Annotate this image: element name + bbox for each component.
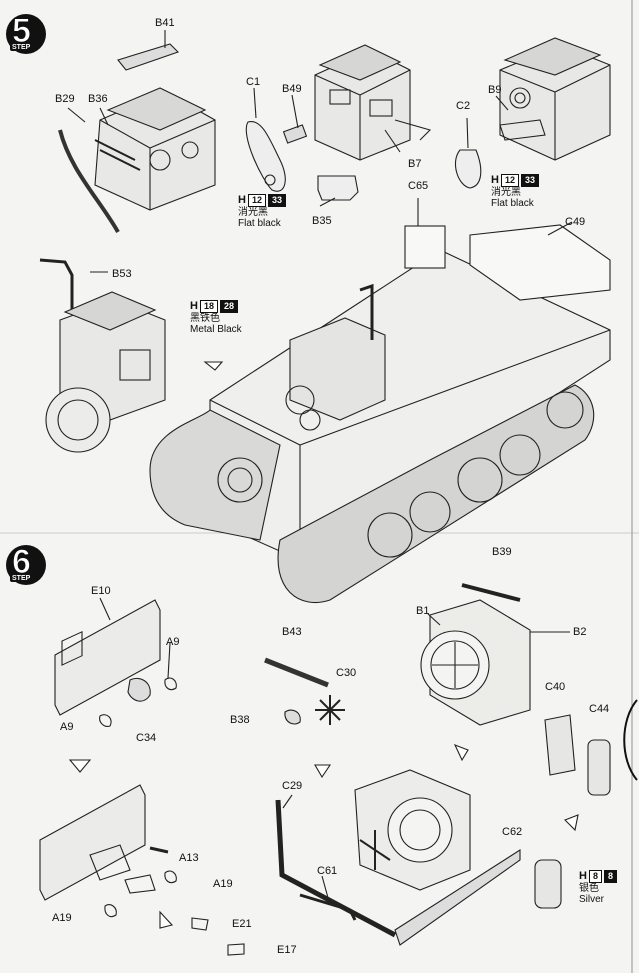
part-c40-shape: [544, 714, 576, 776]
part-label-e17: E17: [277, 944, 297, 956]
engine-drawing-3: [455, 37, 611, 189]
paint-code-a: 12: [500, 174, 519, 187]
part-c29-shape: [275, 799, 397, 938]
part-label-a19: A19: [52, 912, 72, 924]
part-label-a9: A9: [60, 721, 74, 733]
step-number: 5: [12, 12, 32, 51]
part-label-c2: C2: [456, 100, 471, 112]
part-label-b1: B1: [416, 605, 430, 617]
step-5-marker: 5 STEP: [6, 12, 52, 60]
part-c49-shape: [469, 224, 611, 301]
part-c2-shape: [455, 149, 482, 189]
paint-name-en: Silver: [579, 894, 605, 905]
paint-name-cn: 黑铁色: [190, 313, 220, 324]
part-label-b41: B41: [155, 17, 175, 29]
paint-code-a: 12: [247, 194, 266, 207]
part-e10-shape: [54, 599, 161, 716]
paint-code-a: 8: [588, 870, 602, 883]
step-6-marker: 6 STEP: [6, 543, 52, 591]
part-label-b43: B43: [282, 626, 302, 638]
part-label-c29: C29: [282, 780, 303, 792]
part-c61-shape: [299, 893, 357, 921]
paint-code-b: 28: [219, 300, 238, 313]
part-label-c44: C44: [589, 703, 610, 715]
part-label-b2: B2: [573, 626, 587, 638]
part-label-e10: E10: [91, 585, 111, 597]
paint-code-a: 18: [199, 300, 218, 313]
part-c62-shape: [394, 848, 521, 946]
part-b35-shape: [317, 175, 359, 201]
engine-drawing-2: [245, 44, 432, 207]
part-label-b38: B38: [230, 714, 250, 726]
part-label-b53: B53: [112, 268, 132, 280]
part-label-a13: A13: [179, 852, 199, 864]
paint-name-en: Flat black: [491, 198, 534, 209]
hose-b29: [58, 129, 120, 233]
part-label-b39: B39: [492, 546, 512, 558]
part-label-b49: B49: [282, 83, 302, 95]
paint-code-b: 33: [267, 194, 286, 207]
paint-letter: H: [190, 300, 198, 312]
engine-drawing-4: [39, 258, 166, 453]
part-c65-shape: [404, 225, 446, 269]
part-label-c49: C49: [565, 216, 586, 228]
part-label-c1: C1: [246, 76, 261, 88]
part-label-c61: C61: [317, 865, 338, 877]
step-tag: STEP: [10, 575, 33, 582]
paint-name-cn: 消光黑: [491, 187, 521, 198]
part-label-b36: B36: [88, 93, 108, 105]
paint-name-en: Metal Black: [190, 324, 242, 335]
paint-letter: H: [579, 870, 587, 882]
engine-drawing-1: [58, 30, 216, 233]
part-label-c30: C30: [336, 667, 357, 679]
part-c1-shape: [245, 121, 286, 192]
part-label-b29: B29: [55, 93, 75, 105]
part-label-c65: C65: [408, 180, 429, 192]
part-c30-shape: [315, 695, 345, 725]
paint-code-b: 33: [520, 174, 539, 187]
part-b41-shape: [117, 43, 180, 71]
track-left: [149, 409, 281, 541]
part-c44-shape: [587, 739, 611, 796]
part-label-b7: B7: [408, 158, 422, 170]
paint-letter: H: [238, 194, 246, 206]
hull-drawing: [149, 198, 611, 604]
track-right: [277, 384, 595, 604]
paint-name-cn: 消光黑: [238, 207, 268, 218]
part-label-c40: C40: [545, 681, 566, 693]
part-label-a19: A19: [213, 878, 233, 890]
part-label-c62: C62: [502, 826, 523, 838]
paint-name-cn: 银色: [579, 883, 599, 894]
paint-code-b: 8: [603, 870, 617, 883]
paint-letter: H: [491, 174, 499, 186]
step-tag: STEP: [10, 44, 33, 51]
step-number: 6: [12, 543, 32, 582]
part-label-a9: A9: [166, 636, 180, 648]
part-label-b9: B9: [488, 84, 502, 96]
step6-drawings: [39, 583, 638, 956]
part-label-b35: B35: [312, 215, 332, 227]
paint-name-en: Flat black: [238, 218, 281, 229]
part-label-c34: C34: [136, 732, 157, 744]
part-label-e21: E21: [232, 918, 252, 930]
part-b39-shape: [461, 583, 521, 602]
part-b43-shape: [264, 657, 329, 688]
